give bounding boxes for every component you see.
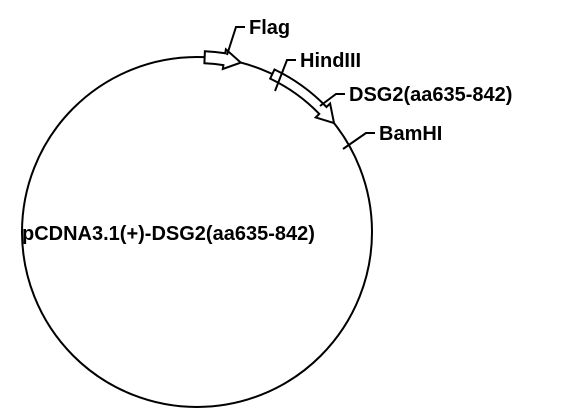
plasmid-name: pCDNA3.1(+)-DSG2(aa635-842) <box>22 223 315 245</box>
bamhi-label: BamHI <box>379 123 442 145</box>
plasmid-backbone <box>21 56 373 408</box>
hindiii-label: HindIII <box>300 50 361 72</box>
flag-feature-arrow <box>203 47 243 71</box>
hindiii-leader-line <box>274 59 296 92</box>
flag-leader-line <box>226 26 245 56</box>
bamhi-leader-line <box>342 132 375 150</box>
dsg2-label: DSG2(aa635-842) <box>349 84 512 106</box>
dsg2-feature-arrow <box>268 68 336 125</box>
flag-label: Flag <box>249 17 290 39</box>
dsg2-leader-line <box>319 93 345 107</box>
